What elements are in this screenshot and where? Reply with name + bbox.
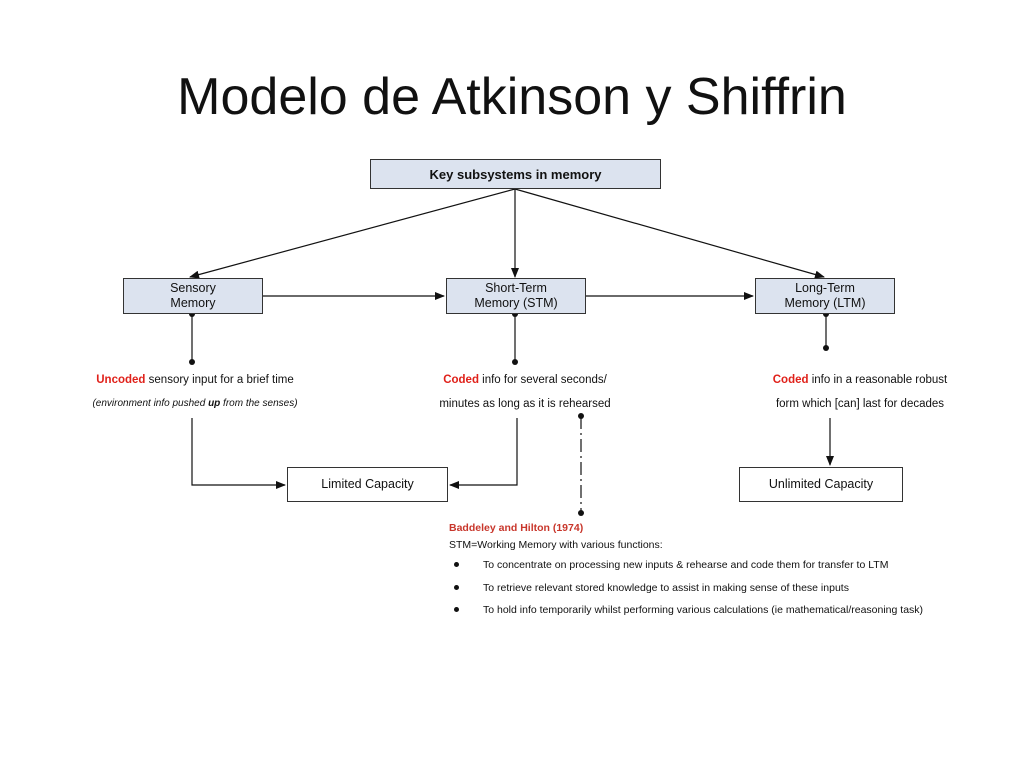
sensory-desc-text: sensory input for a brief time [145,374,294,386]
ltm-label-2: Memory (LTM) [784,296,866,310]
dot-stm-bottom [512,359,518,365]
stm-desc-text: info for several seconds/ [478,374,607,386]
stm-box: Short-Term Memory (STM) [446,278,586,314]
baddeley-item-text: To retrieve relevant stored knowledge to… [483,581,849,594]
sensory-label-2: Memory [170,296,216,310]
dot-dash-top [578,413,584,419]
stm-description: Coded info for several seconds/ [415,374,635,386]
sensory-highlight: Uncoded [96,374,146,386]
stm-label-1: Short-Term [485,281,547,295]
root-label: Key subsystems in memory [429,166,602,182]
ltm-label-1: Long-Term [795,281,855,295]
baddeley-item-text: To hold info temporarily whilst performi… [483,604,924,616]
arrow-root-to-sensory [189,188,516,279]
baddeley-item: To retrieve relevant stored knowledge to… [449,577,989,600]
arrow-stm-to-limited [449,418,518,489]
arrow-sensory-to-limited [191,418,286,489]
ltm-desc-text: info in a reasonable robust [808,374,948,386]
sensory-label-1: Sensory [170,281,216,295]
ltm-box: Long-Term Memory (LTM) [755,278,895,314]
baddeley-note: Baddeley and Hilton (1974) STM=Working M… [449,520,989,622]
ltm-description: Coded info in a reasonable robust [745,374,975,386]
ltm-highlight: Coded [772,374,809,386]
sensory-note-a: (environment info pushed [92,398,209,409]
dot-dash-bottom [578,510,584,516]
baddeley-item-text: To concentrate on processing new inputs … [483,559,889,571]
baddeley-intro: STM=Working Memory with various function… [449,539,663,551]
bullet-icon [454,562,459,567]
ltm-description-line2: form which [can] last for decades [775,398,945,410]
root-box: Key subsystems in memory [370,159,661,189]
baddeley-item: To hold info temporarily whilst performi… [449,599,989,622]
arrow-root-to-ltm [514,188,825,279]
bullet-icon [454,607,459,612]
limited-capacity-label: Limited Capacity [321,477,414,491]
stm-description-line2: minutes as long as it is rehearsed [439,398,611,410]
sensory-note: (environment info pushed up from the sen… [60,398,330,409]
unlimited-capacity-box: Unlimited Capacity [739,467,903,502]
stm-highlight: Coded [443,374,479,386]
sensory-note-b: from the senses) [220,398,298,409]
dot-sensory-bottom [189,359,195,365]
sensory-note-bold: up [208,398,221,409]
sensory-memory-box: Sensory Memory [123,278,263,314]
bullet-icon [454,584,459,590]
unlimited-capacity-label: Unlimited Capacity [768,477,874,491]
baddeley-list: To concentrate on processing new inputs … [449,554,989,622]
limited-capacity-box: Limited Capacity [287,467,448,502]
slide-title: Modelo de Atkinson y Shiffrin [177,68,847,126]
baddeley-item: To concentrate on processing new inputs … [449,554,989,577]
sensory-description: Uncoded sensory input for a brief time [70,374,320,386]
stm-label-2: Memory (STM) [474,296,558,310]
dot-ltm-bottom [823,345,829,351]
baddeley-title: Baddeley and Hilton (1974) [449,522,584,534]
